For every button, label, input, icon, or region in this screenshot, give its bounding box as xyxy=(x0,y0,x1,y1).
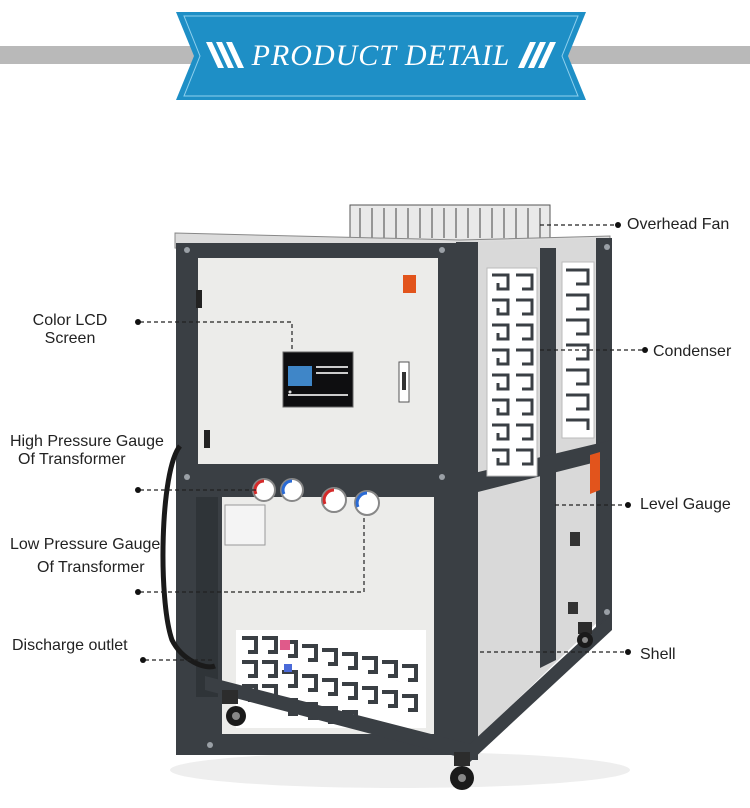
banner-title: PRODUCT DETAIL xyxy=(251,39,511,72)
label-overhead-fan: Overhead Fan xyxy=(627,216,730,233)
label-color-lcd: Color LCD xyxy=(32,312,108,329)
label-condenser: Condenser xyxy=(653,343,732,360)
banner-ribbon xyxy=(176,12,586,100)
label-color-lcd-screen: Screen xyxy=(44,330,96,347)
label-low-pressure-transformer: Of Transformer xyxy=(37,559,145,576)
label-low-pressure-gauge: Low Pressure Gauge xyxy=(10,536,161,553)
label-discharge-outlet: Discharge outlet xyxy=(12,637,128,654)
label-high-pressure-transformer: Of Transformer xyxy=(18,451,126,468)
label-level-gauge: Level Gauge xyxy=(640,496,731,513)
overhead-fan-illustration xyxy=(349,204,551,242)
label-shell: Shell xyxy=(640,646,676,663)
label-high-pressure-gauge: High Pressure Gauge xyxy=(10,433,164,450)
